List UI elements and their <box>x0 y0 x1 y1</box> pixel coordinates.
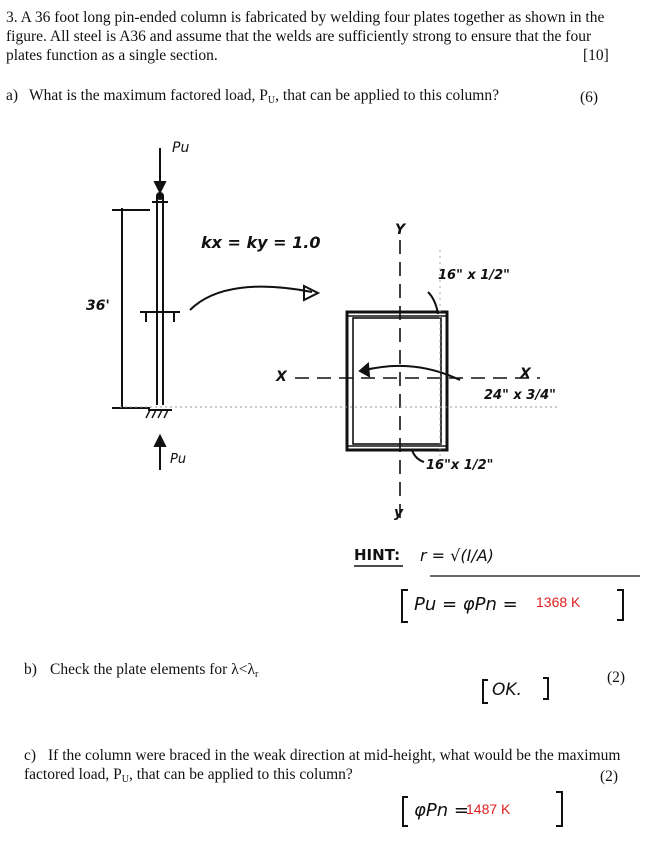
part-a-question: What is the maximum factored load, PU, t… <box>29 87 499 106</box>
x-axis-left-label: X <box>276 369 287 385</box>
part-c-label: c) <box>24 747 37 764</box>
part-c-points: (2) <box>600 768 619 785</box>
plate-side-label: 24" x 3/4" <box>484 388 556 403</box>
problem-header-line2: figure. All steel is A36 and assume that… <box>6 28 592 45</box>
length-label: 36' <box>86 298 110 314</box>
k-factor-label: kx = ky = 1.0 <box>201 233 321 252</box>
hint-label: HINT: <box>354 546 401 564</box>
total-points: [10] <box>583 47 609 64</box>
part-a-points: (6) <box>580 89 599 106</box>
y-axis-top-label: Y <box>395 222 406 238</box>
part-b-label: b) <box>24 661 37 678</box>
part-a-label: a) <box>6 87 19 104</box>
box-section <box>345 310 449 452</box>
answer-c-value: 1487 K <box>466 801 511 817</box>
answer-c-handwritten: φPn = <box>414 800 469 821</box>
answer-a-value: 1368 K <box>536 594 581 610</box>
hint-formula: r = √(I/A) <box>420 546 494 565</box>
problem-header-line1: 3. A 36 foot long pin-ended column is fa… <box>6 9 605 26</box>
load-top-label: Pu <box>172 140 190 156</box>
load-bottom-label: Pu <box>170 452 187 467</box>
plate-top-label: 16" x 1/2" <box>438 268 510 283</box>
problem-header-line3: plates function as a single section. <box>6 47 218 64</box>
answer-a-handwritten: Pu = φPn = <box>414 594 518 615</box>
part-c-question-line2: factored load, PU, that can be applied t… <box>24 766 353 785</box>
part-b-question: Check the plate elements for λ<λr <box>50 661 259 680</box>
y-axis-bottom-label: y <box>394 505 404 521</box>
part-c-question-line1: If the column were braced in the weak di… <box>48 747 621 764</box>
x-axis-right-label: X <box>520 366 531 382</box>
part-b-points: (2) <box>607 669 626 686</box>
part-b-answer: OK. <box>492 680 522 700</box>
pointer-arrow <box>189 285 313 311</box>
plate-bottom-label: 16"x 1/2" <box>426 458 494 473</box>
